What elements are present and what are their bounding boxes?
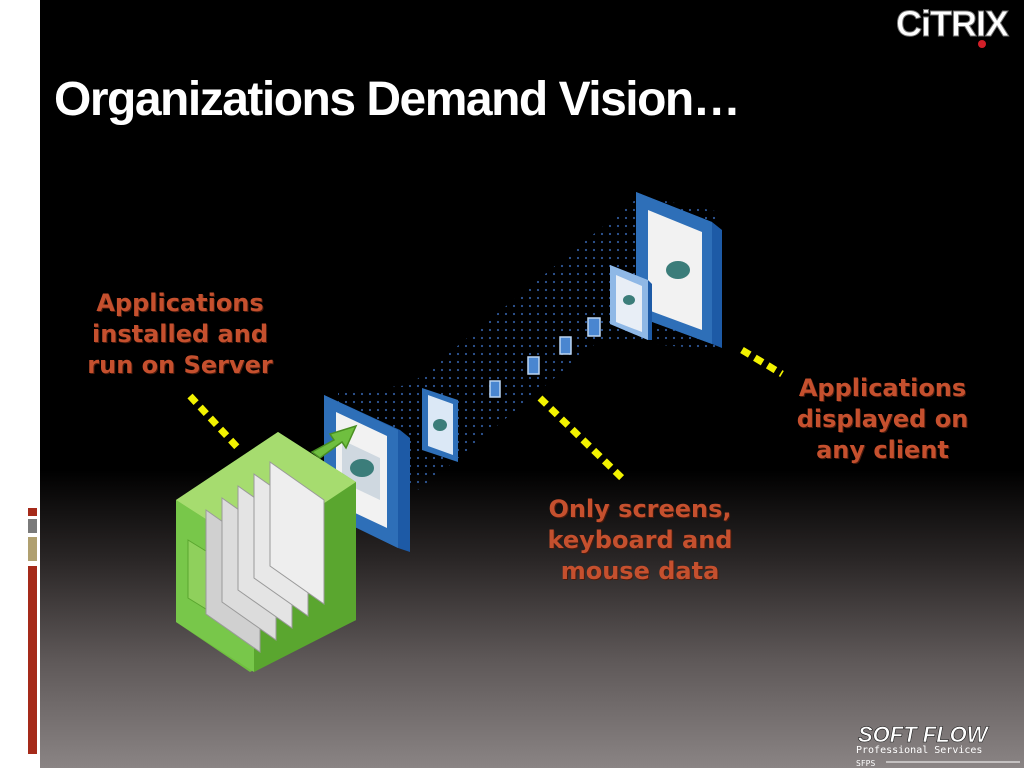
title-bar-2 — [27, 75, 30, 115]
left-margin-decoration — [0, 0, 40, 768]
server-label-connector — [187, 393, 241, 451]
client-label-connector — [740, 346, 784, 378]
data-packet-screens — [489, 317, 601, 398]
citrix-logo-text: CiTRIX — [896, 3, 1009, 44]
softflow-logo-name: SOFT FLOW — [858, 722, 990, 747]
server-icon — [176, 432, 356, 672]
softflow-logo: SOFT FLOW Professional Services SFPS — [856, 722, 1020, 768]
arrow-icon — [310, 424, 358, 459]
data-label-connector — [537, 395, 625, 481]
screen-medium-icon — [422, 388, 458, 462]
softflow-logo-abbr: SFPS — [856, 759, 875, 768]
citrix-logo: CiTRIX — [896, 3, 1010, 48]
client-label: Applications displayed on any client — [796, 374, 969, 464]
accent-bar-long-red — [28, 566, 37, 754]
accent-bar-red — [28, 508, 37, 516]
softflow-logo-tagline: Professional Services — [856, 745, 982, 756]
data-label: Only screens, keyboard and mouse data — [547, 495, 733, 585]
accent-bar-tan — [28, 537, 37, 561]
title-bar-1 — [21, 75, 25, 115]
citrix-logo-dot — [978, 40, 986, 48]
server-label: Applications installed and run on Server — [87, 289, 273, 379]
accent-bar-gray — [28, 519, 37, 533]
slide-title: Organizations Demand Vision… — [54, 73, 741, 126]
client-screen-small-icon — [610, 265, 652, 340]
title-bar-3 — [32, 75, 35, 115]
client-screen-large-icon — [636, 192, 722, 348]
